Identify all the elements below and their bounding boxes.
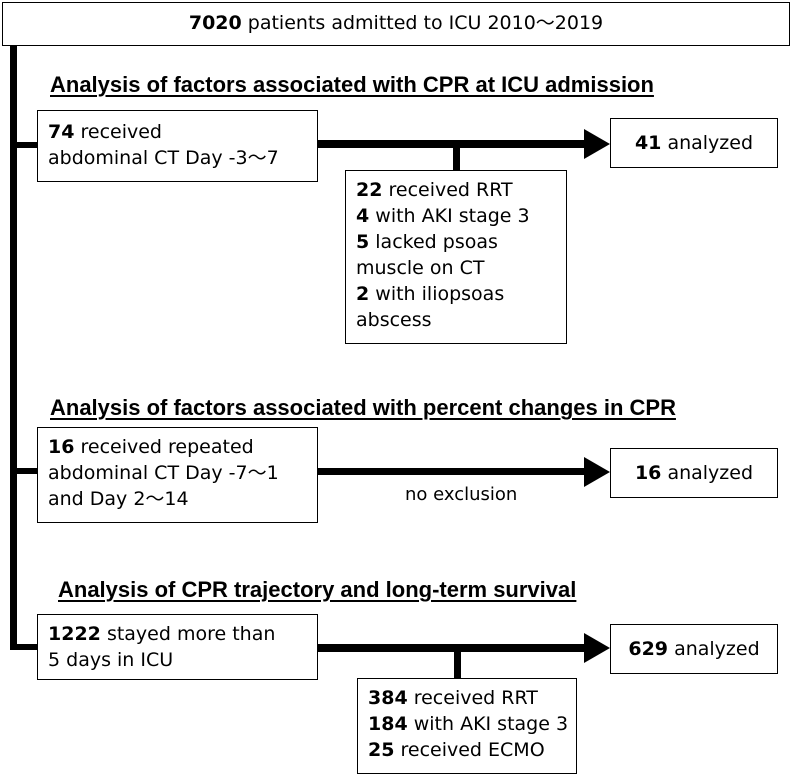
section1-source-box: 74 received abdominal CT Day -3～7: [37, 110, 318, 182]
section2-arrow-shaft: [318, 468, 586, 475]
section3-arrowhead: [584, 633, 610, 663]
section1-heading: Analysis of factors associated with CPR …: [50, 72, 654, 97]
section2-heading: Analysis of factors associated with perc…: [50, 395, 676, 420]
section2-branch: [10, 468, 38, 474]
section2-source-box: 16 received repeated abdominal CT Day -7…: [37, 427, 318, 523]
section2-no-exclusion-note: no exclusion: [405, 484, 518, 505]
main-spine: [10, 46, 17, 650]
section3-arrow-shaft: [318, 644, 586, 652]
section2-arrowhead: [584, 457, 610, 487]
top-text: 7020 patients admitted to ICU 2010～2019: [188, 12, 604, 34]
section2-result-box: 16 analyzed: [610, 448, 778, 498]
section3-result-text: 629 analyzed: [628, 638, 760, 660]
section1-exclusion-text: 22 received RRT 4 with AKI stage 3 5 lac…: [356, 179, 530, 331]
section1-source-text: 74 received abdominal CT Day -3～7: [48, 121, 279, 169]
section1-arrowhead: [584, 129, 610, 159]
section1-exclusion-connector: [453, 148, 460, 170]
section3-source-box: 1222 stayed more than 5 days in ICU: [37, 614, 318, 680]
section1-result-text: 41 analyzed: [634, 132, 754, 154]
section3-result-box: 629 analyzed: [610, 624, 778, 674]
section1-result-box: 41 analyzed: [610, 118, 778, 168]
section1-exclusion-box: 22 received RRT 4 with AKI stage 3 5 lac…: [345, 170, 567, 344]
section2-source-text: 16 received repeated abdominal CT Day -7…: [48, 436, 279, 510]
section3-exclusion-text: 384 received RRT 184 with AKI stage 3 25…: [368, 687, 569, 761]
section1-arrow-shaft: [318, 140, 586, 148]
section3-exclusion-box: 384 received RRT 184 with AKI stage 3 25…: [357, 678, 577, 774]
section3-source-text: 1222 stayed more than 5 days in ICU: [48, 623, 276, 671]
section2-result-text: 16 analyzed: [634, 462, 754, 484]
section3-heading: Analysis of CPR trajectory and long-term…: [58, 577, 577, 602]
top-box: 7020 patients admitted to ICU 2010～2019: [2, 2, 790, 46]
section3-branch: [10, 644, 38, 650]
section3-exclusion-connector: [454, 652, 461, 678]
section1-branch: [10, 142, 38, 148]
